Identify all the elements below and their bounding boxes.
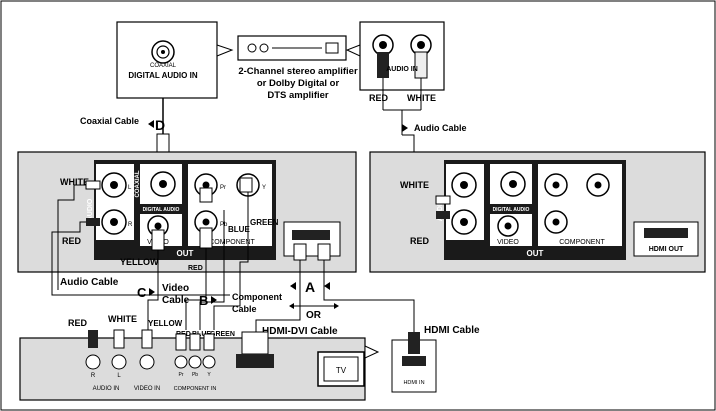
marker-d-arrow bbox=[148, 120, 154, 128]
player-jack-r: R bbox=[128, 222, 133, 228]
component-green-label: GREEN bbox=[250, 218, 279, 227]
player-digital-audio-label: DIGITAL AUDIO bbox=[143, 207, 180, 213]
tv-audio-l-plug bbox=[113, 329, 125, 349]
amplifier-desc-line2: or Dolby Digital or bbox=[257, 78, 340, 89]
audio-cable-right-label: Audio Cable bbox=[414, 123, 467, 133]
video-cable-line bbox=[147, 250, 159, 330]
tv-hdmi-in-label: HDMI IN bbox=[403, 380, 424, 386]
tv-jack-pr: Pr bbox=[179, 372, 184, 378]
marker-b: B bbox=[199, 293, 208, 308]
tv-video-plug bbox=[141, 329, 153, 349]
amplifier-audio-in-callout: AUDIO IN bbox=[345, 21, 445, 91]
player-right-audio-label: AUDIO bbox=[437, 198, 444, 221]
marker-d: D bbox=[155, 117, 165, 133]
player-out-label: OUT bbox=[177, 249, 194, 258]
player-right-video-label: VIDEO bbox=[497, 239, 519, 246]
player-jack-pr: Pr bbox=[220, 185, 226, 191]
player-red-label: RED bbox=[62, 236, 82, 246]
amp-red-label: RED bbox=[369, 93, 389, 103]
video-plug bbox=[151, 229, 165, 251]
tv-jack-l: L bbox=[117, 373, 121, 379]
amplifier-desc-line1: 2-Channel stereo amplifier bbox=[238, 66, 358, 77]
tv-screen-label: TV bbox=[336, 366, 347, 375]
component-cable-label-2: Cable bbox=[232, 304, 257, 314]
player-right-jacks: AUDIO DIGITAL AUDIO VIDEO COMPONENT OUT bbox=[437, 160, 626, 260]
video-cable-label-1: Video bbox=[162, 283, 189, 294]
player-audio-label: AUDIO bbox=[87, 198, 94, 221]
player-right-out-label: OUT bbox=[527, 249, 544, 258]
tv-jack-y: Y bbox=[207, 372, 211, 378]
player-coaxial-label: COAXIAL bbox=[135, 170, 141, 197]
amp-audio-in-label: AUDIO IN bbox=[386, 66, 418, 73]
player-white-label: WHITE bbox=[60, 177, 89, 187]
marker-a-left-arrow bbox=[290, 282, 296, 290]
player-right-hdmi-out bbox=[633, 221, 699, 257]
tv-video-jack bbox=[139, 354, 155, 370]
marker-a: A bbox=[305, 279, 315, 295]
tv-audio-in-label: AUDIO IN bbox=[93, 386, 120, 392]
tv-video-in-label: VIDEO IN bbox=[134, 386, 160, 392]
tv-dvi-connector bbox=[241, 331, 269, 355]
or-label: OR bbox=[306, 310, 322, 321]
video-cable-label-2: Cable bbox=[162, 295, 190, 306]
component-red-label: RED bbox=[188, 265, 203, 272]
component-cable-label-1: Component bbox=[232, 292, 282, 302]
component-cable bbox=[185, 177, 253, 330]
audio-cable-left bbox=[51, 180, 230, 296]
tv-component-in-label: COMPONENT IN bbox=[174, 386, 217, 392]
hdmi-dvi-cable-label: HDMI-DVI Cable bbox=[262, 326, 338, 337]
player-right-digital-audio-label: DIGITAL AUDIO bbox=[493, 207, 530, 213]
player-left-jacks: L R AUDIO COAXIAL DIGITAL AUDIO VIDEO Pr… bbox=[87, 160, 276, 260]
tv-jack-pb: Pb bbox=[192, 372, 198, 378]
player-right-white-label: WHITE bbox=[400, 180, 429, 190]
player-component-label: COMPONENT bbox=[209, 239, 255, 246]
audio-cable-right-arrow bbox=[402, 124, 408, 132]
player-jack-y: Y bbox=[262, 185, 266, 191]
player-jack-l: L bbox=[128, 185, 132, 191]
hdmi-cable-label: HDMI Cable bbox=[424, 325, 480, 336]
player-right-red-label: RED bbox=[410, 236, 430, 246]
component-blue-label: BLUE bbox=[228, 225, 250, 234]
tv-component-blue-label: BLUE bbox=[192, 331, 211, 338]
tv-white-label: WHITE bbox=[108, 314, 137, 324]
player-yellow-label: YELLOW bbox=[120, 257, 159, 267]
tv-audio-r-jack bbox=[85, 354, 101, 370]
tv-jack-r: R bbox=[91, 373, 96, 379]
marker-a-right-arrow bbox=[324, 282, 330, 290]
tv-component-green-label: GREEN bbox=[210, 331, 235, 338]
player-right-component-label: COMPONENT bbox=[559, 239, 605, 246]
marker-c: C bbox=[137, 285, 147, 300]
amplifier-device-icon bbox=[237, 35, 347, 61]
player-right-hdmi-out-label: HDMI OUT bbox=[649, 246, 684, 253]
amp-digital-audio-in-label: DIGITAL AUDIO IN bbox=[128, 71, 197, 80]
coaxial-cable-label: Coaxial Cable bbox=[80, 116, 139, 126]
amplifier-coaxial-callout: COAXIAL DIGITAL AUDIO IN bbox=[116, 21, 234, 99]
coaxial-plug bbox=[156, 133, 170, 153]
audio-cable-left-label: Audio Cable bbox=[60, 277, 119, 288]
tv-yellow-label: YELLOW bbox=[148, 319, 183, 328]
tv-red-label: RED bbox=[68, 318, 88, 328]
hdmi-cables bbox=[255, 243, 415, 332]
amplifier-desc-line3: DTS amplifier bbox=[267, 90, 329, 101]
tv-audio-l-jack bbox=[111, 354, 127, 370]
tv-audio-r-plug bbox=[88, 330, 98, 348]
amp-coaxial-label: COAXIAL bbox=[150, 63, 177, 69]
